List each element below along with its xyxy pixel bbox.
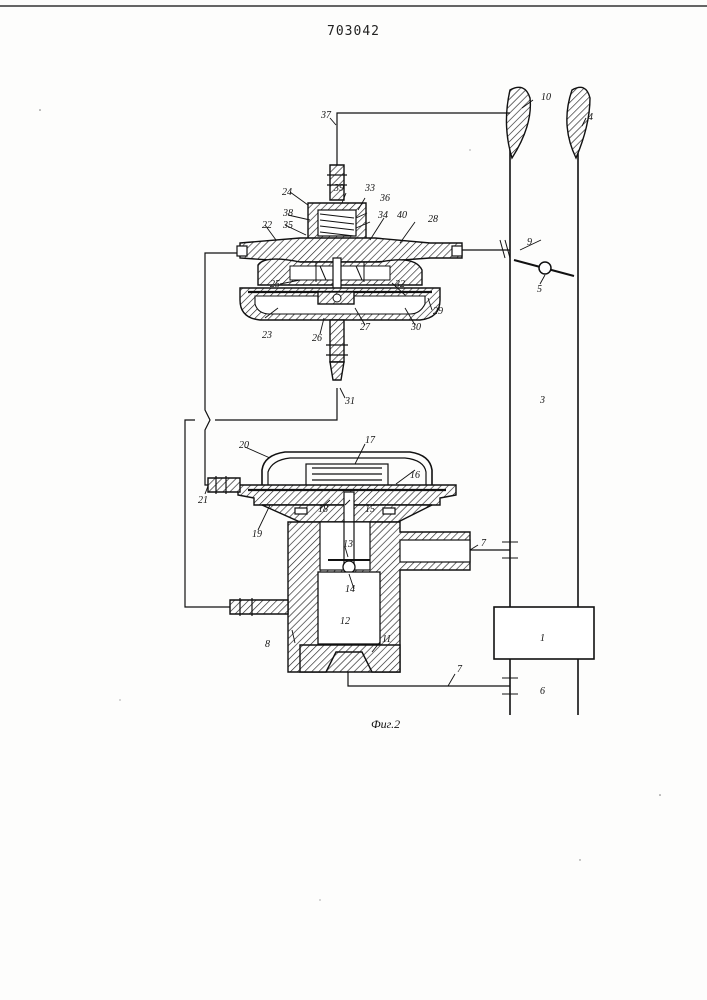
label-22: 22 [262,220,272,231]
label-17: 17 [365,435,376,446]
label-8: 8 [265,639,270,650]
line-break-9 [500,240,510,258]
label-12: 12 [340,616,350,627]
label-28: 28 [428,214,438,225]
label-26: 26 [312,333,322,344]
label-20: 20 [239,440,249,451]
line-7-lower [348,672,510,686]
label-9: 9 [527,237,532,248]
label-1: 1 [540,633,545,644]
label-32: 32 [394,279,405,290]
label-38: 38 [282,208,293,219]
line-31-to-body [185,420,230,607]
label-34: 34 [377,210,388,221]
label-29: 29 [433,306,443,317]
label-24: 24 [282,187,292,198]
label-23: 23 [262,330,272,341]
label-10: 10 [541,92,551,103]
label-37: 37 [320,110,332,121]
line-21 [205,253,240,485]
label-30: 30 [410,322,421,333]
label-14: 14 [345,584,355,595]
label-13: 13 [343,539,353,550]
label-6: 6 [540,686,545,697]
upper-regulator [237,165,462,380]
label-36: 36 [379,193,390,204]
label-21: 21 [198,495,208,506]
venturi-element-10 [506,87,530,158]
label-33: 33 [364,183,375,194]
label-5: 5 [537,284,542,295]
label-7-lower: 7 [457,664,463,675]
label-3: 3 [539,395,545,406]
line-37 [337,113,510,180]
label-7-upper: 7 [481,538,487,549]
label-19: 19 [252,529,262,540]
figure-caption: Фиг.2 [371,717,400,731]
label-27: 27 [360,322,371,333]
label-16: 16 [410,470,420,481]
label-11: 11 [382,634,391,645]
label-18: 18 [318,504,328,515]
label-4: 4 [588,112,593,123]
label-40: 40 [397,210,407,221]
label-31: 31 [344,396,355,407]
line-31 [215,388,337,420]
lower-actuator [208,452,470,672]
label-39: 39 [333,183,344,194]
label-35: 35 [282,220,293,231]
label-25: 25 [270,279,280,290]
throttle-valve-5 [514,260,574,276]
venturi-element-4 [567,87,590,158]
label-15: 15 [365,504,375,515]
